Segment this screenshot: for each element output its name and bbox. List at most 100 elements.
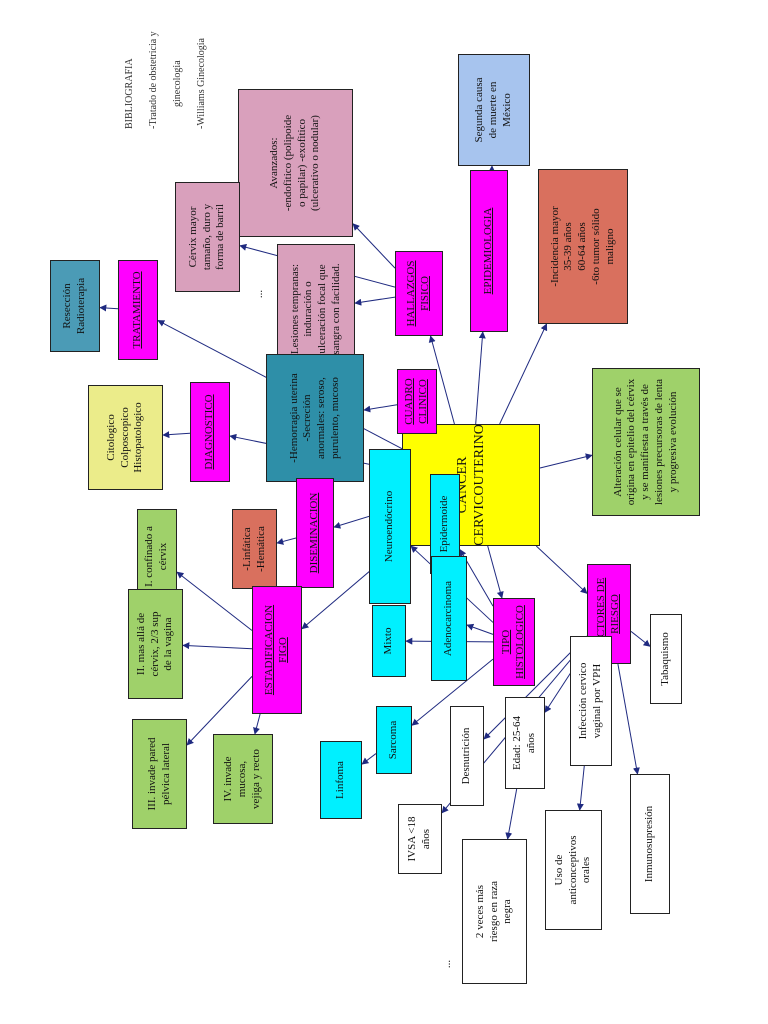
cervix-mayor-node: Cérvix mayor tamaño, duro y forma de bar…: [175, 182, 240, 292]
avanzados-text: Avanzados: -endofitico (polipoide o papi…: [268, 114, 322, 212]
cuadro-clinico-node: CUADRO CLINICO: [397, 369, 437, 434]
hallazgos-ellipsis: ...: [252, 284, 268, 304]
connector-arrow-26: [182, 642, 253, 650]
reseccion-text: Resección Radioterapia: [61, 277, 87, 335]
diagnostico-label: DIAGNOSTICO: [203, 394, 216, 470]
estadio-iii-text: III. invade pared pélvica lateral: [145, 737, 172, 811]
linfatica-node: -Linfática -Hemática: [232, 509, 277, 589]
tratamiento-label: TRATAMIENTO: [131, 271, 144, 349]
definicion-node: Alteración celular que se origina en epi…: [592, 368, 700, 516]
tipo-histologico-label: TIPO HISTOLOGICO: [500, 605, 526, 679]
connector-arrow-6: [354, 296, 396, 306]
tabaquismo-node: Tabaquismo: [650, 614, 682, 704]
connector-arrow-4: [428, 335, 455, 425]
estadio-iii-node: III. invade pared pélvica lateral: [132, 719, 187, 829]
sarcoma-node: Sarcoma: [376, 706, 412, 774]
epidermoide-text: Epidermoide: [438, 495, 451, 553]
edad-text: Edad: 25-64 años: [511, 715, 537, 771]
connector-arrow-27: [186, 676, 253, 746]
linfoma-node: Linfoma: [320, 741, 362, 819]
factores-ellipsis: ...: [440, 954, 456, 974]
connector-arrow-15: [487, 545, 504, 599]
tabaquismo-text: Tabaquismo: [659, 632, 672, 686]
segunda-causa-text: Segunda causa de muerte en México: [473, 77, 513, 143]
connector-arrow-9: [99, 304, 119, 312]
estadio-ii-text: II. mas allá de cérvix, 2/3 sup de la va…: [134, 611, 175, 677]
estadio-ii-node: II. mas allá de cérvix, 2/3 sup de la va…: [128, 589, 183, 699]
connector-arrow-36: [576, 765, 585, 811]
linfoma-text: Linfoma: [334, 761, 347, 799]
connector-arrow-37: [505, 788, 518, 840]
center-node: CANCER CERVICOUTERINO: [402, 424, 540, 546]
sarcoma-text: Sarcoma: [387, 720, 400, 760]
adenocarcinoma-node: Adenocarcinoma: [431, 556, 467, 681]
estadificacion-node: ESTADIFICACION FIGO: [252, 586, 302, 714]
epidemiologia-node: EPIDEMIOLOGIA: [470, 170, 508, 332]
estadificacion-label: ESTADIFICACION FIGO: [263, 604, 289, 696]
mixto-node: Mixto: [372, 605, 406, 677]
connector-arrow-20: [411, 658, 494, 726]
hemorragia-node: -Hemorragia uterina -Secreción anormales…: [266, 354, 364, 482]
desnutricion-text: Desnutrición: [460, 727, 473, 785]
ivsa-node: IVSA <18 años: [398, 804, 442, 874]
ivsa-text: IVSA <18 años: [406, 816, 432, 862]
cervix-mayor-text: Cérvix mayor tamaño, duro y forma de bar…: [186, 203, 227, 271]
lesiones-tempranas-text: Lesiones tempranas: induración o ulcerac…: [288, 263, 342, 355]
bibliography-title: BIBLIOGRAFIA: [124, 58, 135, 129]
connector-arrow-33: [483, 635, 588, 740]
connector-arrow-25: [176, 571, 253, 631]
definicion-text: Alteración celular que se origina en epi…: [611, 378, 679, 506]
adenocarcinoma-text: Adenocarcinoma: [442, 580, 455, 657]
bibliography-line-1: -Tratado de obstetricia y: [148, 31, 159, 129]
linfatica-text: -Linfática -Hemática: [240, 526, 267, 572]
avanzados-node: Avanzados: -endofitico (polipoide o papi…: [238, 89, 353, 237]
incidencia-text: -Incidencia mayor 35-39 años 60-64 años …: [548, 206, 616, 287]
inmunosupresion-text: Inmunosupresión: [643, 805, 656, 883]
connector-arrow-28: [253, 713, 261, 735]
diseminacion-node: DISEMINACION: [296, 478, 334, 588]
connector-arrow-18: [466, 623, 494, 635]
neuroendocrino-text: Neuroendócrino: [383, 490, 396, 563]
incidencia-node: -Incidencia mayor 35-39 años 60-64 años …: [538, 169, 628, 324]
connector-arrow-21: [361, 753, 377, 765]
hemorragia-text: -Hemorragia uterina -Secreción anormales…: [287, 373, 341, 463]
hallazgos-node: HALLAZGOS FISICO: [395, 251, 443, 336]
vph-node: Infección cervico vaginal por VPH: [570, 636, 612, 766]
reseccion-node: Resección Radioterapia: [50, 260, 100, 352]
anticonceptivos-node: Uso de anticonceptivos orales: [545, 810, 602, 930]
raza-text: 2 veces más riesgo en raza negra: [473, 880, 514, 943]
connector-arrow-3: [499, 323, 548, 425]
connector-arrow-13: [162, 431, 191, 439]
connector-arrow-29: [535, 545, 588, 594]
hallazgos-label: HALLAZGOS FISICO: [405, 260, 431, 327]
bibliography-line-3: -Williams Ginecologia: [196, 38, 207, 129]
anticonceptivos-text: Uso de anticonceptivos orales: [552, 835, 593, 905]
estadio-iv-text: IV. invade mucosa, vejiga y recto: [222, 749, 262, 809]
tratamiento-node: TRATAMIENTO: [118, 260, 158, 360]
diagnostico-node: DIAGNOSTICO: [190, 382, 230, 482]
connector-arrow-5: [352, 223, 396, 269]
bibliography-line-2: ginecologia: [172, 60, 183, 107]
hallazgos-ellipsis-text: ...: [253, 289, 266, 299]
citologico-node: Citologico Colposcopico Histopatologico: [88, 385, 163, 490]
inmunosupresion-node: Inmunosupresión: [630, 774, 670, 914]
segunda-causa-node: Segunda causa de muerte en México: [458, 54, 530, 166]
mixto-text: Mixto: [382, 627, 395, 655]
cuadro-clinico-label: CUADRO CLINICO: [403, 378, 429, 425]
connector-arrow-11: [363, 404, 398, 413]
desnutricion-node: Desnutrición: [450, 706, 484, 806]
bibliography: BIBLIOGRAFIA -Tratado de obstetricia y g…: [112, 14, 220, 129]
connector-arrow-30: [630, 630, 651, 647]
edad-node: Edad: 25-64 años: [505, 697, 545, 789]
estadio-iv-node: IV. invade mucosa, vejiga y recto: [213, 734, 273, 824]
tipo-histologico-node: TIPO HISTOLOGICO: [493, 598, 535, 686]
connector-arrow-23: [276, 537, 297, 545]
citologico-text: Citologico Colposcopico Histopatologico: [104, 402, 145, 473]
vph-text: Infección cervico vaginal por VPH: [577, 662, 603, 740]
raza-node: 2 veces más riesgo en raza negra: [462, 839, 527, 984]
connector-arrow-35: [617, 663, 640, 775]
connector-arrow-14: [539, 453, 593, 469]
neuroendocrino-node: Neuroendócrino: [369, 449, 411, 604]
epidemiologia-label: EPIDEMIOLOGIA: [482, 207, 495, 295]
